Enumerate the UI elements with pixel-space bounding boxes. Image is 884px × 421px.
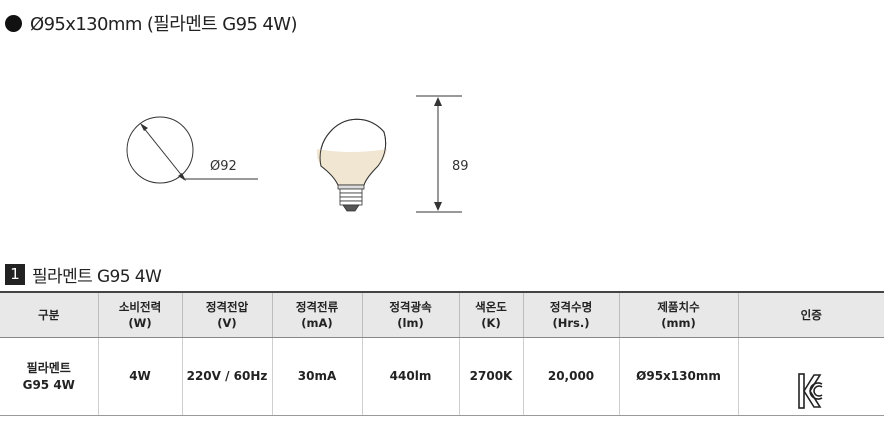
bullet-dot-icon [5, 14, 22, 32]
header-luminous-flux: 정격광속 (lm) [361, 291, 459, 338]
cell-current: 30mA [271, 337, 362, 416]
cell-certification [737, 337, 884, 416]
header-certification: 인증 [737, 291, 884, 338]
cell-lifespan: 20,000 [522, 337, 619, 416]
dimension-diagram: Ø92 89 [126, 95, 469, 213]
cell-dimensions: Ø95x130mm [618, 337, 738, 416]
bulb-side-view-icon [316, 118, 387, 212]
cell-voltage: 220V / 60Hz [181, 337, 272, 416]
cell-power: 4W [97, 337, 182, 416]
product-title: Ø95x130mm (필라멘트 G95 4W) [30, 14, 298, 35]
top-view-circle [126, 116, 194, 184]
product-title-row: Ø95x130mm (필라멘트 G95 4W) [5, 10, 298, 36]
height-label: 89 [452, 159, 469, 174]
header-voltage: 정격전압 (V) [181, 291, 272, 338]
section-number: 1 [5, 263, 25, 285]
header-category: 구분 [0, 291, 98, 338]
section-heading: 1 필라멘트 G95 4W [5, 262, 162, 287]
table-row: 필라멘트 G95 4W 4W 220V / 60Hz 30mA 440lm 27… [0, 337, 884, 416]
header-lifespan: 정격수명 (Hrs.) [522, 291, 619, 338]
cell-category: 필라멘트 G95 4W [0, 337, 98, 416]
header-dimensions: 제품치수 (mm) [618, 291, 738, 338]
cell-color-temp: 2700K [458, 337, 523, 416]
header-power: 소비전력 (W) [97, 291, 182, 338]
section-label: 필라멘트 G95 4W [32, 266, 162, 287]
kc-mark-icon [798, 355, 824, 415]
spec-table: 구분 소비전력 (W) 정격전압 (V) 정격전류 (mA) 정격광속 (lm)… [0, 291, 884, 416]
cell-luminous-flux: 440lm [361, 337, 459, 416]
spec-table-header-row: 구분 소비전력 (W) 정격전압 (V) 정격전류 (mA) 정격광속 (lm)… [0, 291, 884, 338]
height-dimension [416, 95, 462, 213]
diameter-label: Ø92 [210, 159, 237, 174]
header-color-temp: 색온도 (K) [458, 291, 523, 338]
diameter-arrow-icon [140, 123, 186, 181]
header-current: 정격전류 (mA) [271, 291, 362, 338]
